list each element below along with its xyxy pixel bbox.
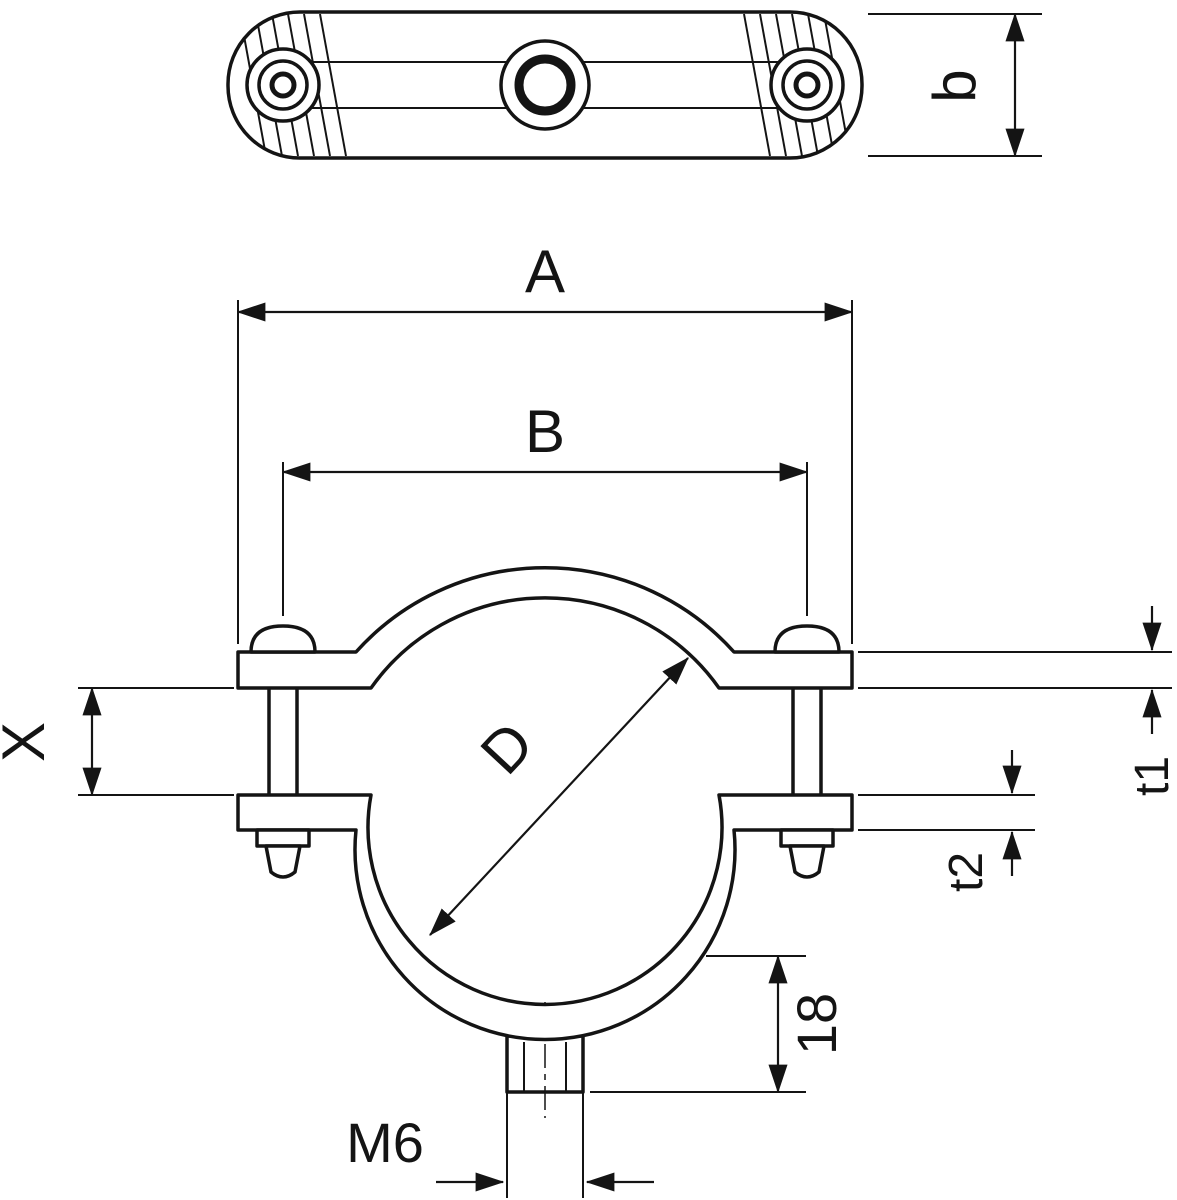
left-bolt-nut xyxy=(264,844,302,879)
front-view: D xyxy=(236,566,854,1118)
left-bolt-washer xyxy=(255,828,311,848)
dimension-18: 18 xyxy=(590,954,848,1094)
dim-label-a: A xyxy=(525,238,565,305)
dimension-d: D xyxy=(429,657,689,936)
lower-strap xyxy=(236,793,854,1042)
dim-label-t2: t2 xyxy=(940,852,993,892)
left-bolt-head xyxy=(249,624,317,654)
left-bolt xyxy=(249,624,317,879)
dim-label-18: 18 xyxy=(785,993,848,1055)
left-screw-boss xyxy=(245,47,321,123)
right-bolt-washer xyxy=(779,828,835,848)
right-bolt-nut xyxy=(788,844,826,879)
dimension-b-spacing: B xyxy=(281,398,809,616)
right-bolt-head xyxy=(773,624,841,654)
dimension-t1: t1 xyxy=(858,606,1177,796)
upper-strap xyxy=(236,566,854,690)
dim-label-m6: M6 xyxy=(346,1111,424,1174)
right-bolt xyxy=(773,624,841,879)
center-threaded-hole xyxy=(499,39,591,131)
dimension-m6: M6 xyxy=(346,1092,654,1198)
dim-label-bolt-spacing: B xyxy=(525,398,565,465)
dimension-x: X xyxy=(0,686,234,797)
dimension-b: b xyxy=(868,12,1042,158)
dimension-t2: t2 xyxy=(858,750,1035,892)
dim-label-d: D xyxy=(468,709,547,786)
right-screw-boss xyxy=(769,47,845,123)
dim-label-b: b xyxy=(921,69,988,102)
dimension-a: A xyxy=(236,238,854,644)
dim-label-x: X xyxy=(0,722,57,762)
dim-label-t1: t1 xyxy=(1126,756,1177,796)
top-view xyxy=(226,10,864,160)
